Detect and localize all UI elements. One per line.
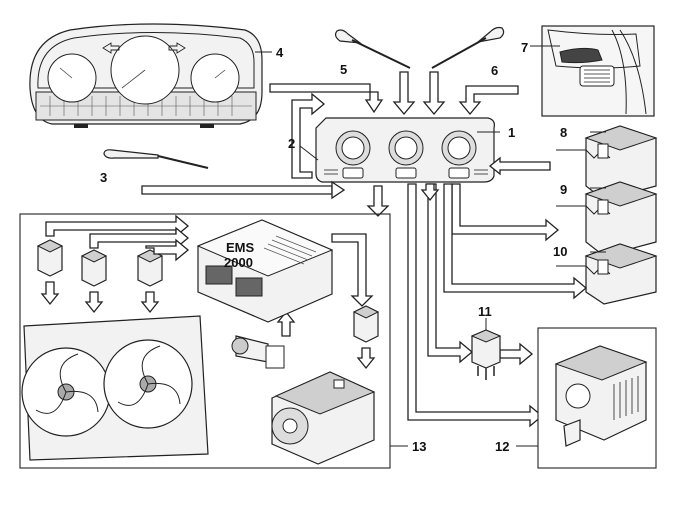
instrument-cluster-icon — [29, 23, 272, 128]
output-flow-arrows — [407, 183, 588, 428]
ecu-label-line2: 2000 — [224, 255, 253, 270]
heater-control-panel-icon — [299, 117, 500, 183]
callout-7: 7 — [521, 40, 528, 55]
engine-control-unit-icon: EMS 2000 — [196, 219, 334, 323]
callout-1: 1 — [508, 125, 515, 140]
blower-housing-icon — [516, 327, 657, 469]
callout-12: 12 — [495, 439, 509, 454]
pressure-switch-icon — [231, 335, 285, 369]
ac-compressor-icon — [271, 371, 376, 465]
fan-relay-icon — [36, 239, 164, 287]
callout-6: 6 — [491, 63, 498, 78]
callout-9: 9 — [560, 182, 567, 197]
callout-3: 3 — [100, 170, 107, 185]
temperature-sensor-probe-icon — [103, 26, 505, 169]
dashboard-vent-icon — [530, 25, 655, 117]
callout-2: 2 — [288, 136, 295, 151]
signal-flow-arrows — [141, 71, 551, 217]
relay-feed-arrows — [40, 214, 376, 370]
compressor-relay-icon — [352, 305, 380, 343]
callout-10: 10 — [553, 244, 567, 259]
callout-13: 13 — [412, 439, 426, 454]
callout-labels: 1 2 3 4 5 6 7 8 9 10 11 12 13 — [100, 40, 567, 454]
ecu-label-line1: EMS — [226, 240, 255, 255]
callout-11: 11 — [478, 304, 492, 319]
flap-motor-actuator-icon — [556, 125, 658, 305]
callout-4: 4 — [276, 45, 284, 60]
engine-bay-group: EMS 2000 — [19, 213, 408, 469]
relay-icon — [470, 318, 502, 380]
callout-5: 5 — [340, 62, 347, 77]
callout-8: 8 — [560, 125, 567, 140]
radiator-cooling-fan-icon — [21, 315, 209, 461]
